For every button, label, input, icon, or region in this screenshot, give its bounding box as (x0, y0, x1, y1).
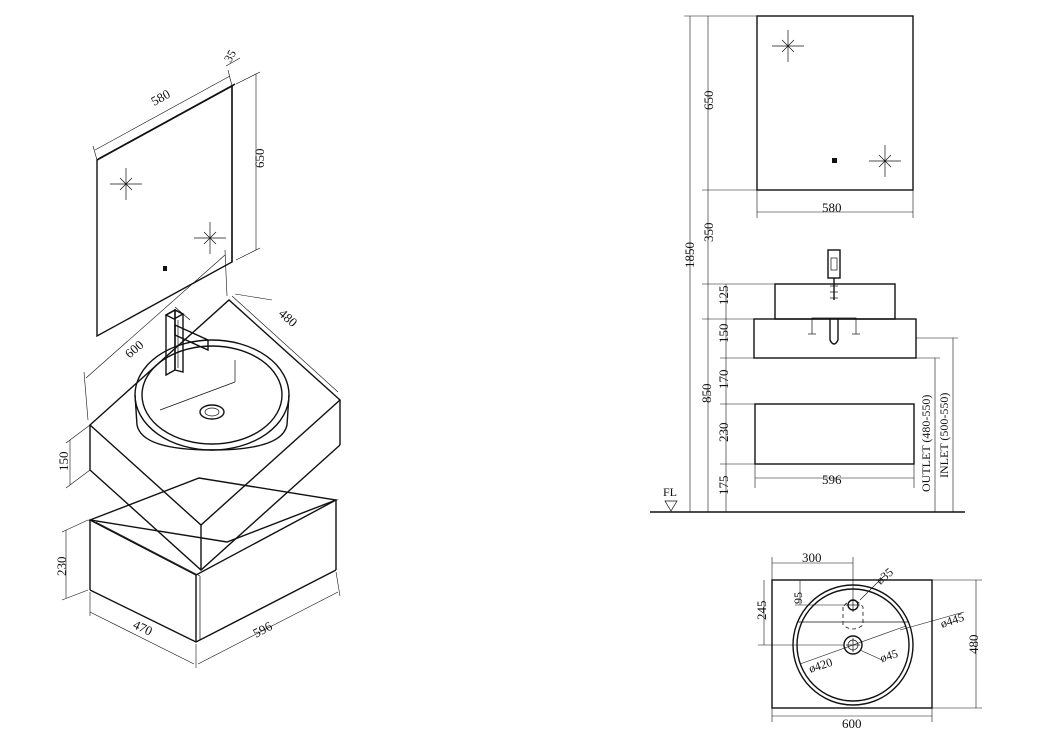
plan-drain-offset-label: 245 (754, 601, 769, 621)
iso-top-height-label: 150 (56, 452, 71, 472)
elev-mirror-height-label: 650 (701, 91, 716, 111)
plan-depth-label: 480 (966, 635, 981, 655)
iso-drawer (87, 477, 339, 643)
iso-drawer-height-label: 230 (54, 557, 69, 577)
elev-mirror (756, 15, 914, 191)
iso-drawer-width-label: 596 (250, 618, 275, 641)
elev-drawer-height-label: 230 (716, 423, 731, 443)
floor-marker-icon (664, 500, 678, 512)
elev-drawer-width-label: 596 (822, 472, 842, 487)
iso-top-depth-label: 480 (276, 306, 301, 330)
elevation-view: 596 580 FL 650 350 1850 125 150 170 (650, 15, 965, 513)
sparkle-icon (110, 168, 142, 200)
elev-gap-mirror-label: 350 (701, 223, 716, 243)
elev-gap-drawer-label: 170 (716, 370, 731, 390)
elev-top-height-label: 150 (716, 324, 731, 344)
elev-basin-height-label: 125 (716, 286, 731, 306)
plan-tap-inset-label: 95 (791, 592, 805, 604)
elev-vertical-dims: 650 350 1850 125 150 170 850 230 175 (682, 15, 775, 512)
plan-tap-offset-label: 300 (802, 550, 822, 565)
elev-faucet (808, 249, 860, 345)
outlet-label: OUTLET (480-550) (919, 395, 933, 492)
inlet-label: INLET (500-550) (937, 393, 951, 478)
elev-basin (774, 283, 896, 320)
iso-top-width-label: 600 (122, 337, 147, 361)
isometric-view: 580 35 650 (54, 47, 342, 668)
iso-drawer-depth-label: 470 (131, 617, 155, 639)
elev-countertop (753, 318, 917, 359)
plan-countertop (771, 579, 933, 709)
elev-floor-clearance-label: 175 (716, 476, 731, 496)
plan-basin-outer-label: ø445 (939, 610, 966, 631)
plan-drain-hole-label: ø45 (878, 646, 899, 665)
plan-width-label: 600 (842, 716, 862, 731)
iso-mirror-width-label: 580 (148, 86, 172, 109)
sparkle-icon (772, 30, 804, 62)
elev-mirror-width-label: 580 (822, 200, 842, 215)
elev-countertop-height-label: 850 (699, 384, 714, 404)
elev-plumbing-dims: OUTLET (480-550) INLET (500-550) (916, 337, 958, 512)
iso-mirror-dims: 580 35 650 (92, 47, 267, 261)
iso-drawer-dims: 230 470 596 (54, 519, 341, 668)
iso-mirror-height-label: 650 (252, 149, 267, 169)
touch-sensor-icon (163, 266, 167, 271)
sparkle-icon (869, 145, 901, 177)
iso-faucet (164, 306, 209, 377)
iso-basin (134, 339, 290, 451)
iso-mirror-depth-label: 35 (221, 47, 239, 64)
iso-top-dims: 600 480 150 (56, 249, 339, 489)
plan-tap-hole-label: ø35 (873, 565, 896, 587)
touch-sensor-icon (832, 158, 837, 163)
iso-mirror (96, 83, 236, 338)
floor-label: FL (663, 485, 677, 499)
plan-view: 300 ø35 95 245 ø445 ø420 ø45 480 600 (754, 550, 982, 731)
sparkle-icon (194, 222, 226, 254)
elev-drawer (754, 403, 915, 465)
plan-basin-inner-label: ø420 (807, 655, 834, 676)
elev-total-height-label: 1850 (682, 242, 697, 268)
